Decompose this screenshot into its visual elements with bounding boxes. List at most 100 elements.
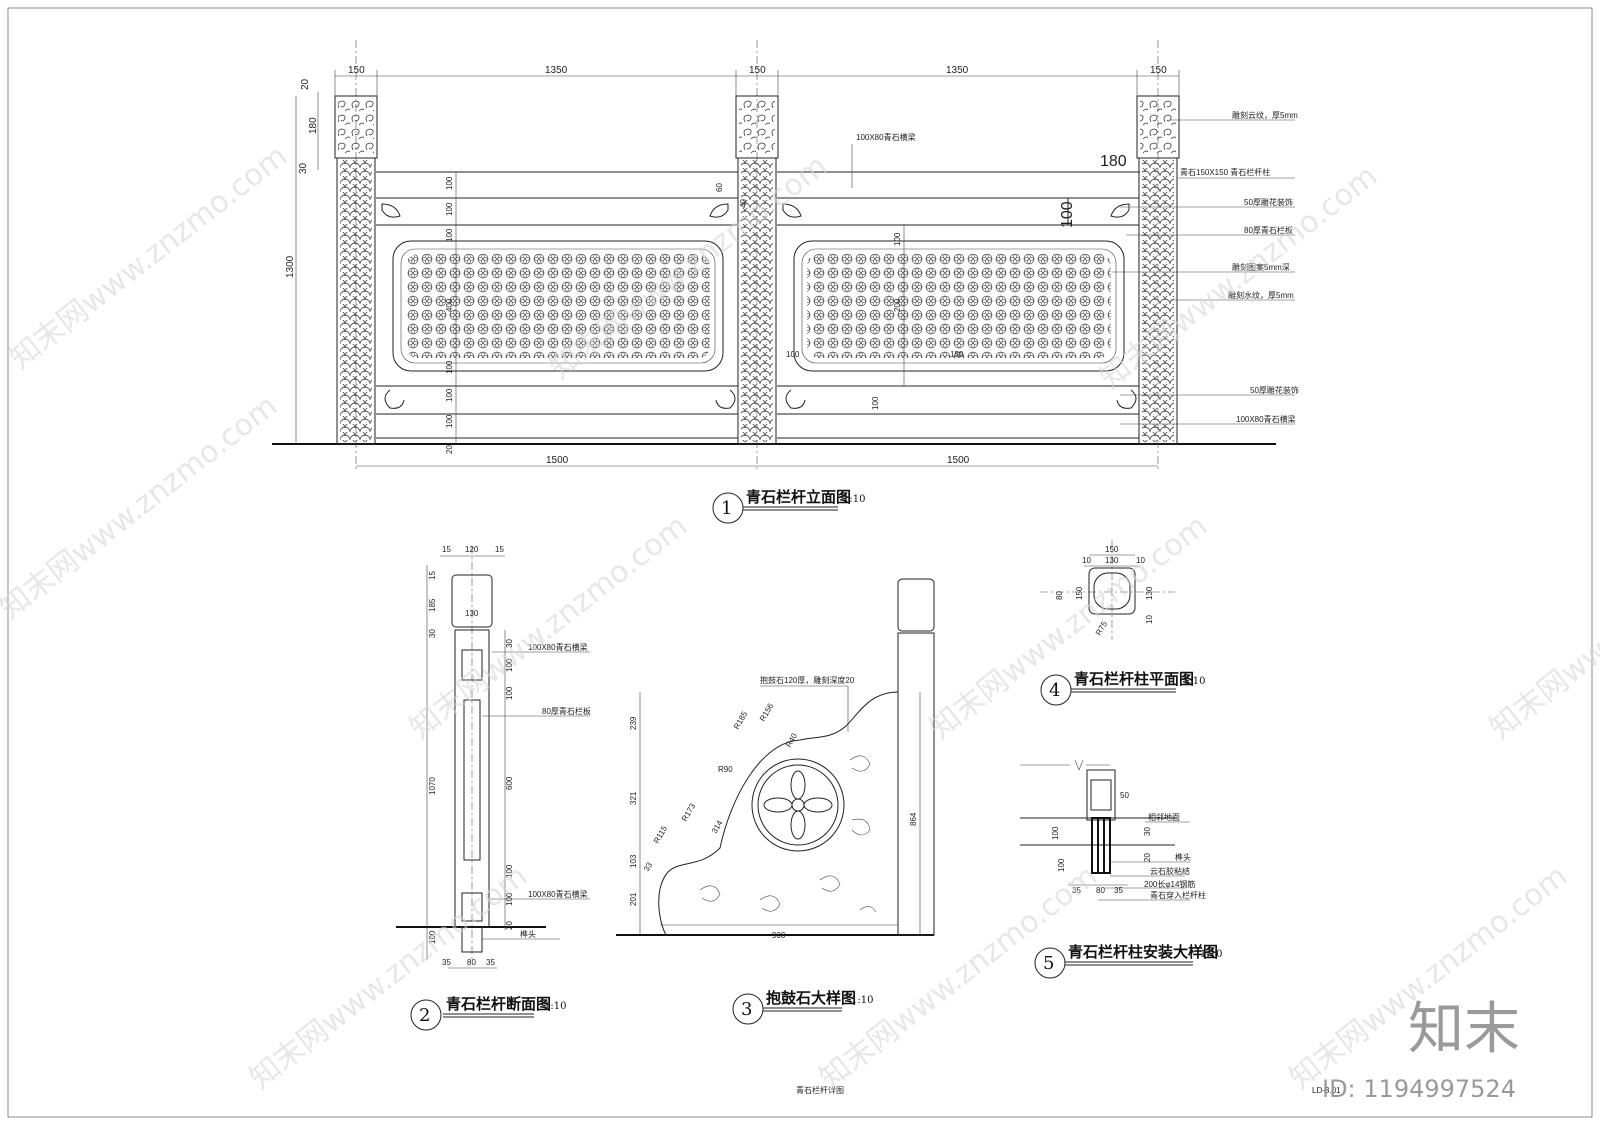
drum-dim-0: 239	[629, 716, 638, 730]
inst-dim-3: 20	[1143, 853, 1152, 862]
install-title-scale: 1:10	[1200, 949, 1222, 960]
dim-inner-3: 100	[871, 396, 880, 410]
pp-dim-4: 80	[1055, 591, 1064, 600]
elevation-title-num: 1	[721, 498, 732, 519]
drum-dim-4: 900	[772, 931, 786, 940]
sec-dim-left-1: 185	[428, 598, 437, 612]
dim-rail-4: 100	[445, 360, 454, 374]
sec-dim-right-0: 30	[505, 639, 514, 648]
pp-dim-7: 10	[1145, 615, 1154, 624]
elevation-left-dims: 20 180 30 1300	[285, 78, 319, 444]
left-bay-rails	[376, 171, 738, 439]
drum-radius-1: R156	[758, 701, 776, 723]
elevation-top-dims: 150 1350 150 1350 150	[334, 65, 1180, 96]
postplan-title-num: 4	[1049, 680, 1060, 701]
elevation-title: 1 青石栏杆立面图 1:10	[712, 488, 865, 524]
dim-inner-2: 100	[786, 350, 800, 359]
drum-radius-6: 314	[710, 818, 725, 835]
sec-dim-right-1: 100	[505, 658, 514, 672]
id-text: ID: 1194997524	[1322, 1075, 1516, 1103]
install-view: 50 100 30 20 35 80 35 100 相邻地面 榫头 云石胶粘结 …	[1020, 759, 1222, 979]
inst-note-4: 青石穿入栏杆柱	[1150, 890, 1206, 900]
inst-note-1: 榫头	[1175, 852, 1191, 862]
sec-dim-left-4: 100	[428, 930, 437, 944]
pp-dim-0: 150	[1105, 545, 1119, 554]
watermark-6: 知末网www.znzmo.com	[923, 508, 1214, 746]
dim-left-2: 30	[298, 162, 309, 174]
watermark-1: 知末网www.znzmo.com	[3, 138, 294, 376]
drum-radius-0: R185	[732, 709, 750, 731]
sheet-code: LD-3.01	[1312, 1086, 1341, 1095]
dim-rail-8: 60	[715, 183, 724, 192]
dim-top-4: 150	[1150, 65, 1167, 76]
sec-dim-left-2: 30	[428, 629, 437, 638]
drum-note: 抱鼓石120厚，雕刻深度20	[760, 675, 855, 685]
pp-dim-3: 10	[1136, 556, 1145, 565]
elevation-bottom-dims: 1500 1500	[356, 455, 1158, 467]
sec-note-3: 榫头	[520, 929, 536, 939]
note-4: 雕刻图案5mm深	[1232, 262, 1290, 272]
sec-note-2: 100X80青石横梁	[528, 889, 588, 899]
dim-rail-7: 20	[445, 445, 454, 454]
drum-title-num: 3	[741, 999, 752, 1020]
sec-dim-right-3: 600	[505, 776, 514, 790]
dim-rail-3: 400	[445, 298, 454, 312]
elevation-title-text: 青石栏杆立面图	[746, 488, 851, 506]
dim-left-3: 1300	[285, 255, 296, 278]
post-right	[1136, 95, 1180, 445]
sec-note-1: 80厚青石栏板	[542, 706, 591, 716]
sec-note-0: 100X80青石横梁	[528, 642, 588, 652]
drum-radius-4: R173	[680, 801, 698, 823]
dim-top-1: 1350	[545, 65, 568, 76]
sec-dim-top-0: 15	[442, 545, 451, 554]
sec-dim-left-3: 1070	[428, 777, 437, 795]
dim-bottom-1: 1500	[947, 455, 970, 466]
dim-rail-9: 40	[739, 199, 748, 208]
dim-top-2: 150	[749, 65, 766, 76]
pp-dim-5: 150	[1075, 586, 1084, 600]
drum-flower	[763, 770, 833, 840]
section-title: 2 青石栏杆断面图 1:10	[410, 995, 566, 1031]
drum-title-text: 抱鼓石大样图	[766, 989, 856, 1007]
note-6: 50厚雕花装饰	[1250, 385, 1299, 395]
sec-dim-bottom-1: 80	[467, 958, 476, 967]
elevation-title-scale: 1:10	[843, 494, 865, 505]
note-5: 雕刻水纹，厚5mm	[1228, 290, 1294, 300]
note-2: 50厚雕花装饰	[1244, 197, 1293, 207]
watermark-4: 知末网www.znzmo.com	[0, 388, 284, 626]
dim-left-1: 180	[308, 117, 319, 134]
dim-rail-6: 100	[445, 414, 454, 428]
dim-inner-4: 200	[893, 298, 902, 312]
sheet-border	[7, 7, 1593, 1118]
section-notes: 100X80青石横梁 80厚青石栏板 100X80青石横梁 榫头	[482, 642, 591, 940]
install-title-text: 青石栏杆柱安装大样图	[1068, 943, 1218, 961]
sec-dim-top-1: 120	[465, 545, 479, 554]
section-title-num: 2	[419, 1005, 430, 1026]
dim-inner-1: 150	[950, 350, 964, 359]
section-title-scale: 1:10	[544, 1001, 566, 1012]
dim-top-3: 1350	[946, 65, 969, 76]
watermark-9: 知末网www.znzmo.com	[813, 858, 1104, 1096]
drum-title: 3 抱鼓石大样图 1:10	[732, 989, 873, 1025]
post-left	[334, 95, 378, 445]
note-1: 青石150X150 青石栏杆柱	[1180, 167, 1270, 177]
inst-dim-7: 100	[1057, 858, 1066, 872]
elevation-top-note: 100X80青石横梁	[856, 132, 916, 142]
drum-dim-3: 201	[629, 892, 638, 906]
inst-dim-4: 35	[1072, 886, 1081, 895]
note-3: 80厚青石栏板	[1244, 225, 1293, 235]
sec-dim-right-2: 100	[505, 686, 514, 700]
drum-radius-7: 33	[642, 860, 655, 873]
sec-dim-top-3: 130	[465, 609, 479, 618]
sec-dim-bottom-0: 35	[442, 958, 451, 967]
inst-note-2: 云石胶粘结	[1150, 866, 1190, 876]
install-dims: 50 100 30 20 35 80 35 100	[1051, 791, 1152, 895]
install-notes: 相邻地面 榫头 云石胶粘结 200长φ14钢筋 青石穿入栏杆柱	[1098, 812, 1206, 901]
dim-bottom-0: 1500	[546, 455, 569, 466]
dim-rail-2: 100	[445, 228, 454, 242]
inst-dim-1: 100	[1051, 826, 1060, 840]
elevation-notes: 雕刻云纹，厚5mm 青石150X150 青石栏杆柱 50厚雕花装饰 80厚青石栏…	[1112, 110, 1299, 425]
drum-radius-3: R90	[718, 765, 733, 774]
drum-dim-5: 864	[909, 812, 918, 826]
